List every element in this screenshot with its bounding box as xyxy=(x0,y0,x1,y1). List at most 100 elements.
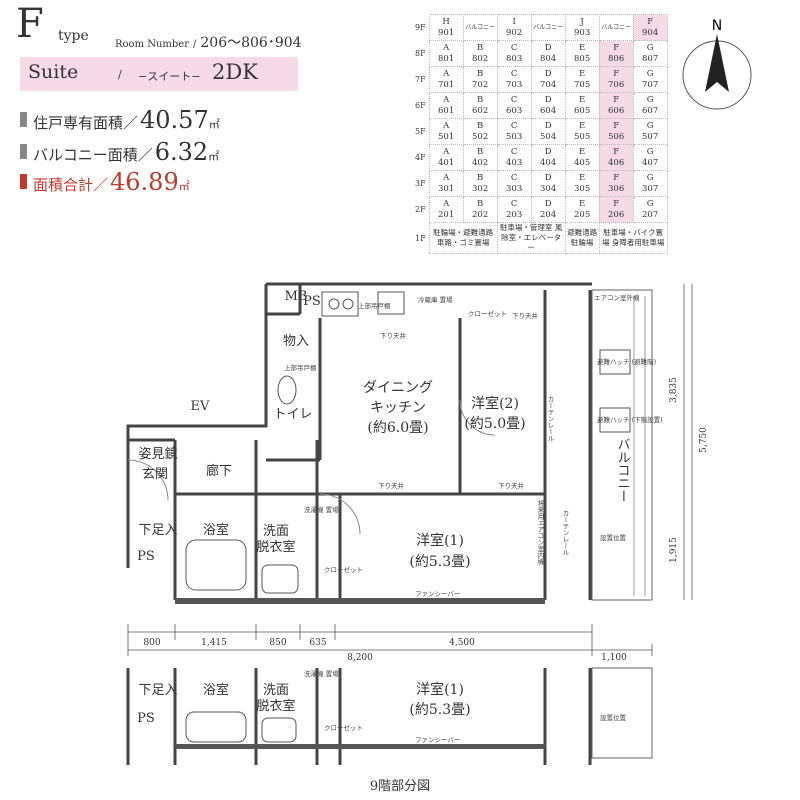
unit-number: 706 xyxy=(608,79,625,90)
unit-number: 402 xyxy=(472,157,489,168)
area-label: 面積合計／ xyxy=(33,176,109,194)
unit-type: E xyxy=(579,94,586,105)
area-value: 6.32 xyxy=(154,138,209,166)
unit-number: 703 xyxy=(506,79,523,90)
unit-number: 302 xyxy=(472,183,489,194)
unit-type: D xyxy=(544,172,552,183)
suite-slash: / xyxy=(118,68,122,81)
unit-number: 505 xyxy=(574,131,591,142)
area-exclusive: 住戸専有面積／ 40.57 ㎡ xyxy=(20,106,220,134)
unit-number: 705 xyxy=(574,79,591,90)
ev-label: EV xyxy=(191,399,210,414)
unit-type: F xyxy=(613,172,620,183)
aircon-outdoor-note: エアコン室外機 xyxy=(594,293,640,302)
unit-type: G xyxy=(646,42,654,53)
unit-number: 205 xyxy=(574,209,591,220)
area-marker xyxy=(20,111,27,127)
balcony-cell: バルコニー xyxy=(530,14,566,41)
unit-type: B xyxy=(477,42,484,53)
unit-number: 406 xyxy=(608,157,625,168)
ps-label: PS xyxy=(303,294,321,309)
unit-number: 803 xyxy=(506,53,523,64)
unit-type: D xyxy=(544,198,552,209)
unit-type: A xyxy=(443,146,450,157)
floor-label: 8F xyxy=(415,49,426,58)
closet-note: クローゼット xyxy=(468,309,507,318)
unit-type: H xyxy=(442,16,450,27)
mb-label: MB xyxy=(285,289,308,304)
unit-type: J xyxy=(580,16,584,27)
toilet-icon xyxy=(277,375,297,405)
western2-label: 洋室(2) xyxy=(471,395,519,412)
unit-type: B xyxy=(477,120,484,131)
closet-note: クローゼット xyxy=(324,565,363,574)
unit-type: D xyxy=(544,68,552,79)
stove-icon xyxy=(321,291,359,317)
aircon-indoor-note: 将来用エアコン室内機 xyxy=(536,499,544,567)
unit-type: F xyxy=(613,198,620,209)
unit-type: A xyxy=(443,120,450,131)
unit-type: A xyxy=(443,198,450,209)
unit-type: E xyxy=(579,68,586,79)
type-letter: F xyxy=(16,1,44,47)
unit-type: B xyxy=(477,68,484,79)
compass-label: N xyxy=(712,18,722,34)
unit-number: 307 xyxy=(642,183,659,194)
door-swing-icon xyxy=(127,459,169,501)
unit-number: 701 xyxy=(438,79,455,90)
unit-type: G xyxy=(646,172,654,183)
fridge-note: 冷蔵庫 置場 xyxy=(418,295,453,304)
type-word: type xyxy=(58,28,89,44)
suite-kana: −スイート− xyxy=(138,70,201,83)
washroom-label: 洗面 xyxy=(263,683,289,698)
unit-number: 807 xyxy=(642,53,659,64)
fancy-bar-note: ファンシーバー xyxy=(415,590,460,598)
closet-note: クローゼット xyxy=(324,723,363,732)
unit-number: 304 xyxy=(540,183,557,194)
partial-plan-walls xyxy=(126,668,592,765)
unit-number: 404 xyxy=(540,157,557,168)
unit-type: C xyxy=(510,94,518,105)
entrance-label: 玄関 xyxy=(142,467,168,482)
area-label: 住戸専有面積／ xyxy=(33,114,139,132)
western2-size: (約5.0畳) xyxy=(464,416,525,432)
washbasin-icon xyxy=(261,717,297,743)
area-balcony: バルコニー面積／ 6.32 ㎡ xyxy=(20,138,219,166)
area-unit: ㎡ xyxy=(178,180,190,193)
unit-type: E xyxy=(579,146,586,157)
unit-number: 707 xyxy=(642,79,659,90)
area-marker xyxy=(20,173,27,189)
unit-type: F xyxy=(613,94,620,105)
unit-type: A xyxy=(443,42,450,53)
washer-note: 洗濯機 置場 xyxy=(304,505,339,514)
unit-number: 507 xyxy=(642,131,659,142)
unit-type: C xyxy=(510,68,518,79)
unit-number: 301 xyxy=(438,183,455,194)
bath-label: 浴室 xyxy=(203,522,229,538)
unit-type: D xyxy=(544,42,552,53)
bathtub-icon xyxy=(185,711,247,743)
ground-cell: 駐車場・管理室 風除室・エレベーター xyxy=(496,222,566,254)
unit-number: 904 xyxy=(642,27,659,38)
ps-label: PS xyxy=(137,711,155,726)
room-number-sep: / xyxy=(193,39,197,50)
unit-number: 504 xyxy=(540,131,557,142)
unit-type: F xyxy=(647,16,654,27)
unit-type: C xyxy=(510,42,518,53)
unit-number: 806 xyxy=(608,53,625,64)
room-number-line: Room Number/206〜806･904 xyxy=(115,32,306,52)
north-compass-icon: N xyxy=(682,18,752,110)
suite-bar xyxy=(20,57,298,91)
